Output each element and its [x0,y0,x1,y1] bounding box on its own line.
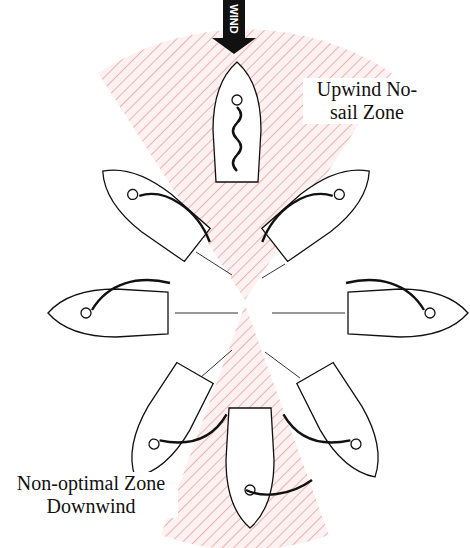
boat [88,152,218,269]
boat [273,361,395,501]
zone-label: Non-optimal Zone Downwind [4,472,178,518]
boat [48,280,170,337]
boats [48,62,468,528]
upwind-zone [98,29,392,300]
wind-arrow [212,0,256,54]
guide-lines [175,252,345,378]
boat [254,152,384,269]
zone-label: Upwind No-sail Zone [303,78,431,124]
wind-label: WIND [228,4,240,33]
boat [213,62,261,182]
boat [226,408,312,528]
boat [346,280,468,337]
